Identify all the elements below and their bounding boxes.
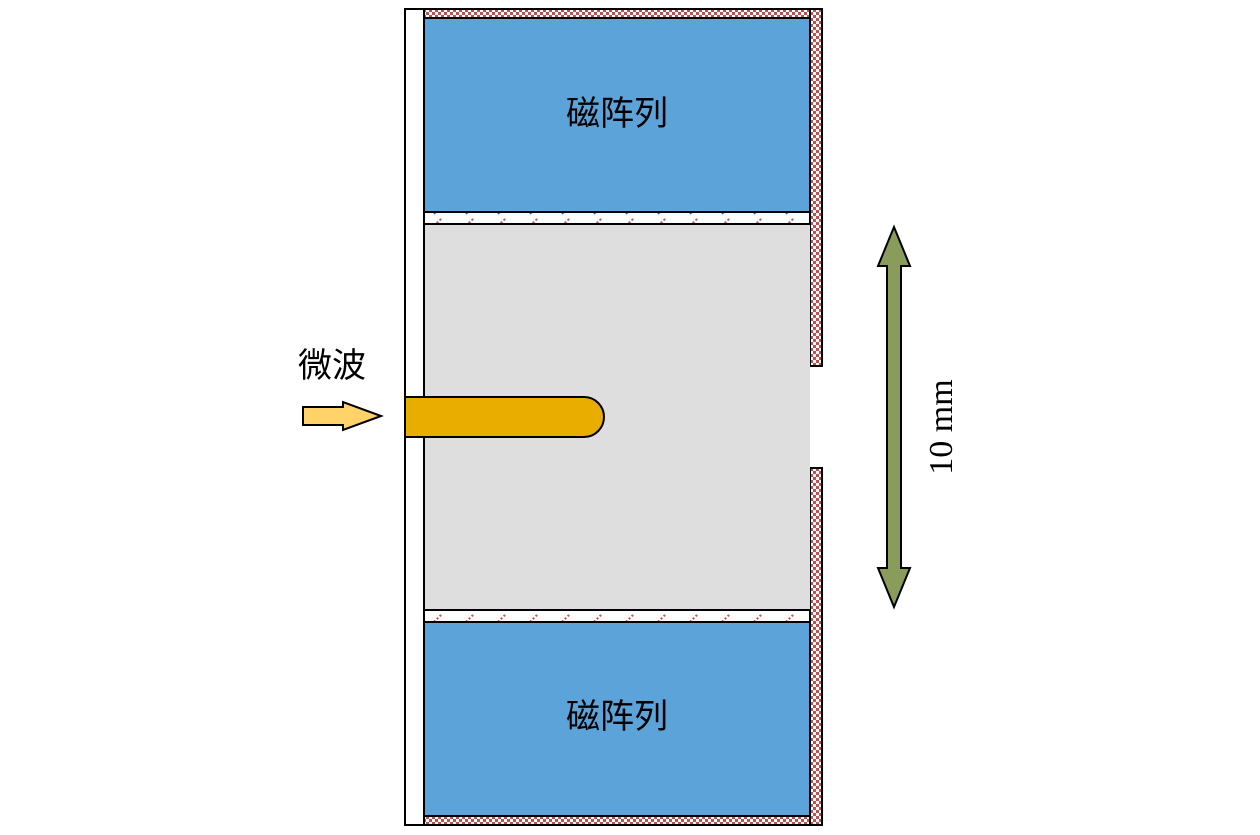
magnet-array-top [423, 17, 811, 213]
dimension-arrow [876, 224, 912, 610]
dimension-label: 10 mm [923, 379, 960, 474]
outer-wall-right-lower [809, 467, 823, 826]
separator-bottom [423, 609, 811, 623]
magnet-array-bottom [423, 621, 811, 817]
outer-wall-top [423, 8, 823, 19]
separator-top [423, 211, 811, 225]
microwave-label: 微波 [298, 346, 366, 386]
magnet-array-bottom-label: 磁阵列 [566, 697, 668, 737]
outer-wall-bottom [423, 815, 823, 826]
microwave-input-arrow [302, 400, 384, 432]
outer-wall-right-upper [809, 8, 823, 367]
antenna [404, 396, 605, 438]
magnet-array-top-label: 磁阵列 [566, 94, 668, 134]
